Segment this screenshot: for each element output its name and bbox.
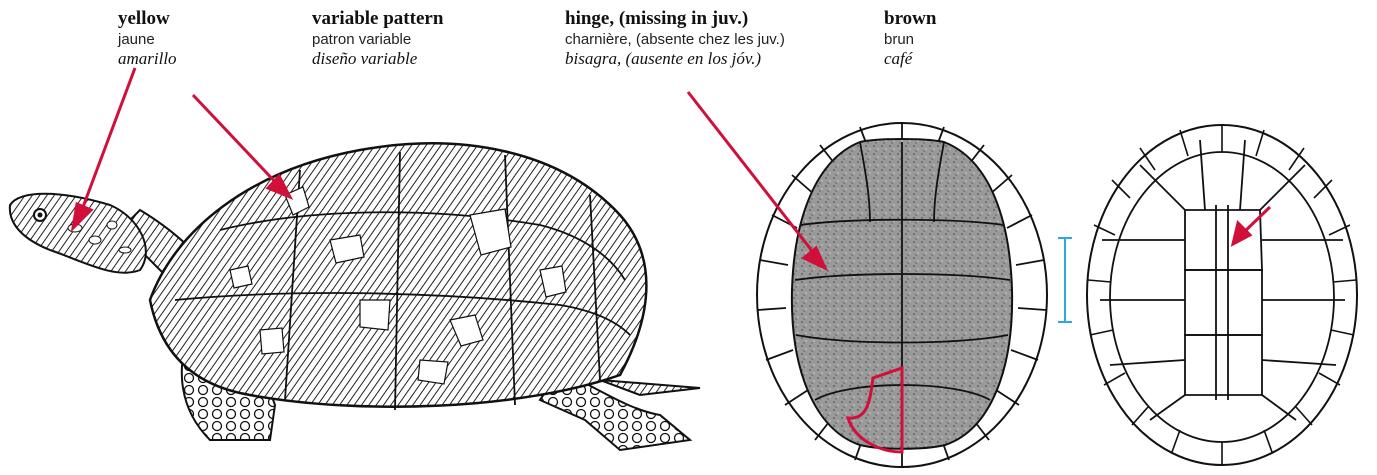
pointer-pattern-line: [193, 95, 280, 187]
plastron-rim: [1087, 125, 1357, 465]
pointer-yellow-line: [80, 68, 135, 215]
turtle-illustration: [10, 143, 700, 450]
size-measure-bracket: [1058, 238, 1072, 322]
plastron-diagram: [1087, 125, 1357, 465]
turtle-tail: [600, 380, 700, 395]
carapace-diagram: [757, 123, 1047, 467]
